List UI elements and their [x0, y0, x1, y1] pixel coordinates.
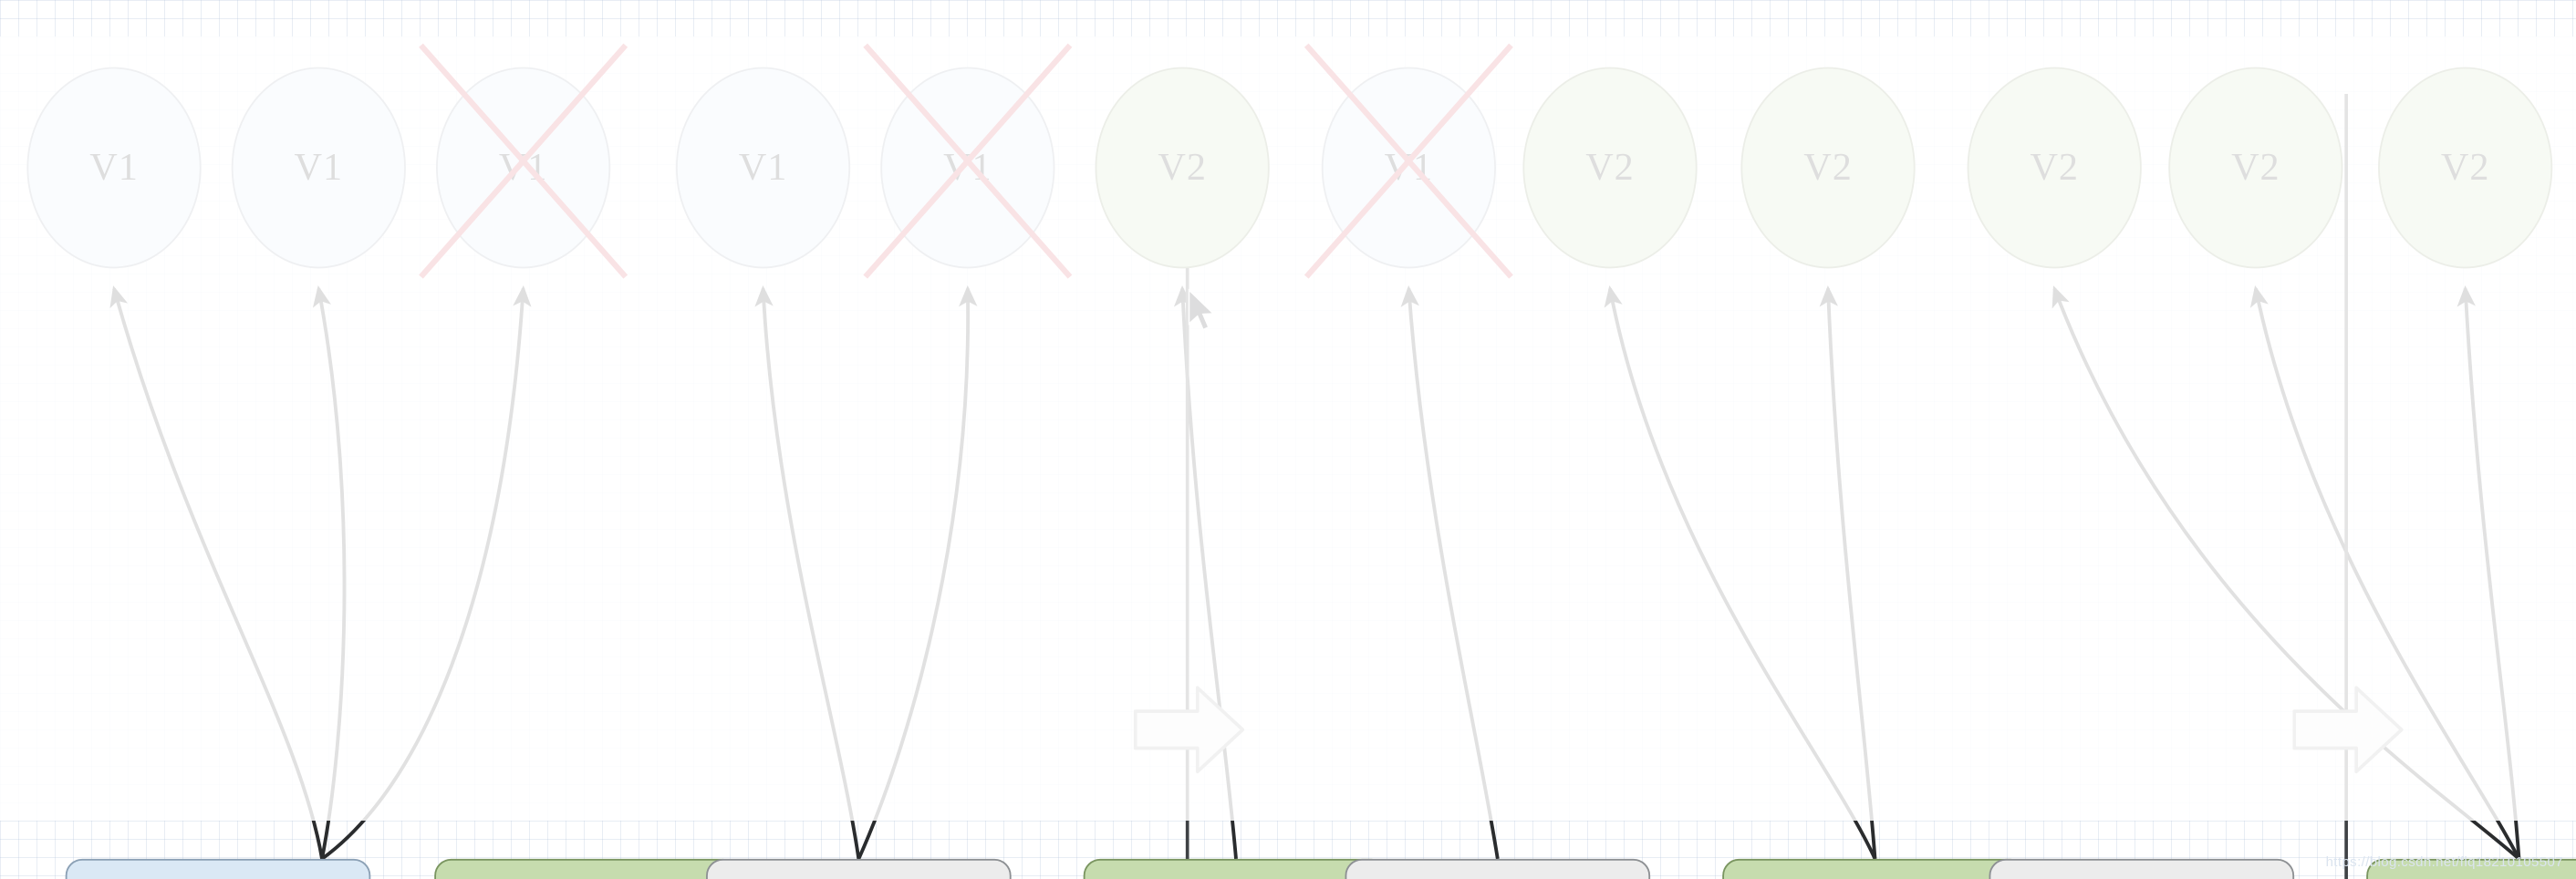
pod-v1-terminating[interactable]: V1: [863, 43, 1073, 279]
pod-label: V2: [2440, 146, 2490, 189]
replicaset-v2-box[interactable]: ReplicaSet template:v2: [2366, 858, 2576, 879]
pod-label: V2: [1803, 146, 1853, 189]
pod-label: V1: [943, 146, 992, 189]
pod-label: V2: [2030, 146, 2079, 189]
pod-v2[interactable]: V2: [1967, 67, 2142, 269]
pod-v1[interactable]: V1: [231, 67, 406, 269]
replicaset-v2-box[interactable]: ReplicaSet template:v2: [1722, 858, 2028, 879]
replicaset-v1-box[interactable]: ReplicaSet template:v1: [1345, 858, 1651, 879]
pod-v1-terminating[interactable]: V1: [1304, 43, 1513, 279]
pod-label: V2: [1158, 146, 1207, 189]
pod-label: V2: [1585, 146, 1635, 189]
replicaset-v2-box[interactable]: ReplicaSet template:v2: [1083, 858, 1389, 879]
pod-v2[interactable]: V2: [1740, 67, 1916, 269]
pod-v2[interactable]: V2: [1095, 67, 1270, 269]
pod-label: V1: [738, 146, 788, 189]
pod-v2[interactable]: V2: [2378, 67, 2553, 269]
pod-label: V2: [2231, 146, 2280, 189]
pod-v1-terminating[interactable]: V1: [419, 43, 628, 279]
pod-label: V1: [498, 146, 548, 189]
pod-label: V1: [1384, 146, 1434, 189]
pod-v1[interactable]: V1: [26, 67, 202, 269]
replicaset-v1-box[interactable]: ReplicaSet template:v1: [706, 858, 1012, 879]
replicaset-v1-box[interactable]: ReplicaSet template:v1: [65, 858, 371, 879]
pod-label: V1: [89, 146, 139, 189]
pod-label: V1: [294, 146, 344, 189]
step-arrow-2-to-3: [2292, 683, 2404, 777]
replicaset-v1-box[interactable]: ReplicaSet template:v1: [1989, 858, 2295, 879]
mouse-cursor-icon: [1188, 288, 1221, 336]
watermark: https://blog.csdn.net/flq18210105507: [2325, 854, 2563, 870]
pod-v2[interactable]: V2: [1522, 67, 1698, 269]
pod-v2[interactable]: V2: [2168, 67, 2343, 269]
replicaset-v2-box[interactable]: ReplicaSet template:v2: [434, 858, 740, 879]
pod-v1[interactable]: V1: [675, 67, 851, 269]
step-arrow-1-to-2: [1133, 683, 1245, 777]
